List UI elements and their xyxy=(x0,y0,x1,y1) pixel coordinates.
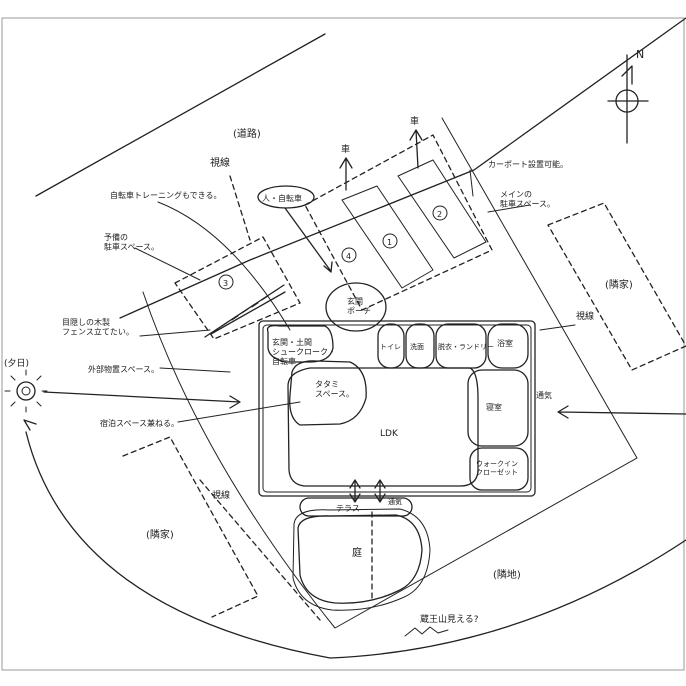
garden: 庭 xyxy=(292,508,431,611)
drawing-frame xyxy=(1,17,685,671)
ldk: LDK xyxy=(287,367,479,487)
bath-label: 浴室 xyxy=(497,338,513,348)
walkin-closet: ウォークインクローゼット xyxy=(469,447,529,491)
road-edge-top xyxy=(35,33,326,197)
marker-circle-3 xyxy=(218,274,234,290)
mountain-sketch xyxy=(404,626,449,637)
walkin-closet-label: ウォークインクローゼット xyxy=(476,460,518,476)
vent-small-label: 通気 xyxy=(388,497,402,506)
bedroom: 寝室 xyxy=(467,369,529,447)
sunset-label: (夕日) xyxy=(4,357,29,369)
marker-2: 2 xyxy=(437,210,442,219)
laundry-room: 脱衣・ランドリー xyxy=(435,323,494,369)
bedroom-label: 寝室 xyxy=(486,402,502,412)
marker-4: 4 xyxy=(346,252,351,261)
washroom: 洗面 xyxy=(405,323,435,369)
entrance-porch: 玄関ポーチ xyxy=(325,282,387,332)
wood-fence xyxy=(204,284,286,338)
marker-1: 1 xyxy=(387,238,392,247)
compass-label: N xyxy=(636,48,644,61)
leader-lines xyxy=(134,169,576,423)
marker-circle-4 xyxy=(341,247,357,263)
annotation-texts: (道路) 視線 車 車 自転車トレーニングもできる。 カーポート設置可能。 メイ… xyxy=(4,115,633,625)
road-edge-bottom xyxy=(119,17,686,319)
flow-arrows xyxy=(23,129,686,621)
spare-parking-dashed xyxy=(174,236,301,340)
marker-circle-2 xyxy=(432,205,448,221)
person-bike-bubble xyxy=(257,185,315,209)
entrance-porch-label: 玄関ポーチ xyxy=(347,296,371,316)
mountain-label: 蔵王山見える? xyxy=(420,613,479,625)
sun-icon xyxy=(4,369,48,413)
entry-hall-label: 玄関・土間シュークローク・自転車 xyxy=(272,337,336,366)
entry-hall: 玄関・土間シュークローク・自転車 xyxy=(266,324,336,366)
lower-arc xyxy=(25,431,686,659)
terrace-label: テラス xyxy=(336,504,360,513)
neighbor-box-right xyxy=(547,202,686,371)
neighbor-left-label: (隣家) xyxy=(146,528,174,541)
sightline-right-label: 視線 xyxy=(576,310,594,322)
sightline-top-label: 視線 xyxy=(210,156,230,169)
main-parking-label: メインの駐車スペース。 xyxy=(500,190,555,209)
marker-3: 3 xyxy=(223,279,228,288)
bathroom: 浴室 xyxy=(487,323,529,369)
ldk-label: LDK xyxy=(380,429,399,439)
toilet-label: トイレ xyxy=(380,343,401,351)
car-label-b: 車 xyxy=(410,115,419,127)
bike-training-label: 自転車トレーニングもできる。 xyxy=(110,190,222,200)
car-label-a: 車 xyxy=(341,143,350,155)
neighbor-right-label: (隣家) xyxy=(605,278,633,291)
blind-fence-label: 目隠しの木製フェンス立てたい。 xyxy=(62,317,134,337)
washroom-label: 洗面 xyxy=(410,342,424,351)
tatami-space: タタミスペース。 xyxy=(289,360,367,426)
road-label: (道路) xyxy=(233,127,261,140)
laundry-label: 脱衣・ランドリー xyxy=(438,342,494,351)
guest-space-label: 宿泊スペース兼ねる。 xyxy=(100,418,179,428)
marker-circle-1 xyxy=(382,233,398,249)
person-bike-label: 人・自転車 xyxy=(262,193,302,203)
parking-slot-1 xyxy=(341,185,434,289)
carport-label: カーポート設置可能。 xyxy=(488,159,568,169)
ventilation-label: 通気 xyxy=(536,390,552,400)
outdoor-storage-label: 外部物置スペース。 xyxy=(88,364,159,374)
neighbor-bottom-label: (隣地) xyxy=(493,568,521,581)
compass-icon: N xyxy=(607,48,649,144)
garden-label: 庭 xyxy=(352,546,362,559)
carport-dashed xyxy=(304,134,493,311)
toilet: トイレ xyxy=(377,323,405,369)
tatami-label: タタミスペース。 xyxy=(315,380,354,399)
site-boundary xyxy=(142,117,638,629)
spare-parking-label: 予備の駐車スペース。 xyxy=(104,232,159,252)
sightline-left-label: 視線 xyxy=(212,489,230,501)
parking-slot-2 xyxy=(397,159,487,259)
